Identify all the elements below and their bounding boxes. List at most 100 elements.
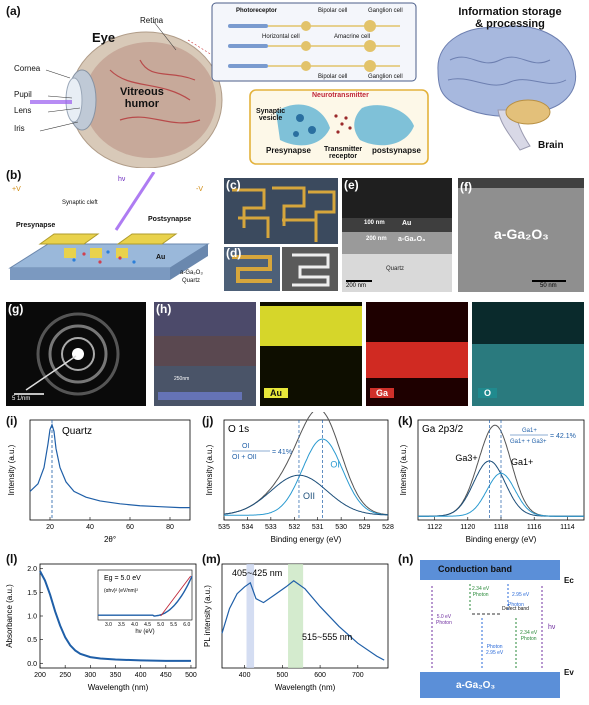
y-axis-title-k: Intensity (a.u.) [399, 444, 408, 495]
ga2p-title: Ga 2p3/2 [422, 424, 464, 435]
tauc-series-line [98, 575, 193, 617]
x-axis-title-j: Binding energy (eV) [271, 535, 342, 544]
ratio-denominator-k: Ga1+ + Ga3+ [510, 439, 547, 445]
panel-label-d: (d) [226, 246, 242, 260]
panel-label-k: (k) [398, 414, 413, 428]
ga2p-peak-ga1 [418, 472, 584, 517]
panel-label-e: (e) [344, 178, 359, 192]
lens-label: Lens [14, 106, 32, 115]
quartz-layer-label: Quartz [386, 266, 405, 272]
valence-band-rect [420, 672, 560, 698]
band2-label: 515~555 nm [302, 632, 352, 642]
x-tick-label-i: 20 [46, 524, 54, 531]
sem-image-d [282, 247, 338, 291]
ratio-denominator-j: OI + OII [232, 454, 257, 461]
inset-x-tick-label: 5.0 [157, 622, 164, 628]
eds-label-o: O [478, 388, 498, 398]
ratio-numerator-k: Ga1+ [522, 428, 537, 434]
presynapse-label: Presynapse [266, 146, 311, 155]
conduction-band-rect [420, 560, 560, 580]
au-device-label: Au [156, 254, 166, 261]
defect-band-label: Defect band [502, 606, 529, 612]
ec-label: Ec [564, 576, 574, 585]
x-tick-label-l: 500 [185, 672, 197, 679]
hv-label: hν [118, 176, 126, 183]
ganglion-cell-label: Ganglion cell [368, 8, 403, 14]
optical-image-d [224, 247, 280, 291]
quartz-annotation: Quartz [62, 426, 92, 437]
y-axis-title-j: Intensity (a.u.) [205, 444, 214, 495]
band1-label: 405~425 nm [232, 568, 282, 578]
photoreceptor-label: Photoreceptor [236, 8, 278, 14]
panel-label-l: (l) [6, 552, 18, 566]
peak-label-ga3: Ga3+ [455, 453, 477, 463]
x-tick-label-j: 532 [288, 524, 300, 531]
inset-x-tick-label: 5.5 [170, 622, 177, 628]
x-tick-label-k: 1122 [427, 524, 442, 531]
panel-label-g: (g) [8, 302, 24, 316]
x-tick-label-i: 80 [166, 524, 174, 531]
device-schematic [8, 172, 210, 280]
x-tick-label-j: 530 [335, 524, 347, 531]
eds-map-o [472, 302, 584, 406]
x-tick-label-l: 200 [34, 672, 46, 679]
quartz-device-label: Quartz [182, 278, 201, 284]
xrd-series-line [29, 422, 190, 509]
y-tick-label-l: 1.5 [27, 590, 37, 597]
x-tick-label-i: 60 [126, 524, 134, 531]
y-axis-title-l: Absorbance (a.u.) [5, 584, 14, 648]
x-axis-title-i: 2θ° [104, 535, 116, 544]
tem-image-e [342, 178, 452, 292]
x-tick-label-m: 700 [352, 672, 364, 679]
scale-label-e: 200 nm [346, 283, 367, 289]
x-tick-label-k: 1116 [527, 524, 542, 531]
x-tick-label-j: 533 [265, 524, 277, 531]
ganglion-cell-label-bottom: Ganglion cell [368, 74, 403, 80]
o1s-peak-oii [223, 474, 389, 516]
hv-band-label: hν [548, 624, 556, 631]
x-tick-label-j: 535 [218, 524, 230, 531]
presynapse-device-label: Presynapse [16, 222, 56, 229]
band-diagram [420, 560, 560, 698]
inset-x-tick-label: 3.0 [105, 622, 112, 628]
iris-label: Iris [14, 124, 25, 133]
x-axis-title-l: Wavelength (nm) [88, 683, 149, 692]
postsynapse-device-label: Postsynapse [148, 216, 192, 223]
thickness-ga-label: 200 nm [366, 236, 387, 242]
transition-e4: 2.95 eV [512, 592, 530, 598]
tauc-fit-line [160, 575, 192, 617]
scale-label-h: 250nm [174, 376, 190, 382]
panel-label-m: (m) [202, 552, 221, 566]
pupil-label: Pupil [14, 90, 32, 99]
y-tick-label-l: 0.5 [27, 637, 37, 644]
bipolar-cell-label: Bipolar cell [318, 8, 348, 14]
ratio-value-j: = 41% [272, 449, 292, 456]
hrtem-image-f [458, 178, 584, 292]
inset-x-axis-title: hν (eV) [135, 629, 154, 635]
x-tick-label-l: 300 [84, 672, 96, 679]
x-tick-label-l: 250 [59, 672, 71, 679]
valence-material-label: a-Ga₂O₃ [456, 680, 496, 691]
scale-label-g: 5 1/nm [12, 396, 31, 402]
inset-y-axis-title: (αhν)² (eV/nm)² [104, 588, 138, 594]
eds-label-ga: Ga [370, 388, 395, 398]
bandgap-label: Eg = 5.0 eV [104, 575, 141, 582]
eds-label-au: Au [264, 388, 288, 398]
y-tick-label-l: 0.0 [27, 661, 37, 668]
cornea-label: Cornea [14, 64, 41, 73]
inset-x-tick-label: 4.0 [131, 622, 138, 628]
absorbance-series-line [39, 570, 191, 662]
transition-e6: Photon [508, 602, 524, 608]
neurotransmitter-label: Neurotransmitter [312, 92, 369, 99]
minus-v-label: -V [196, 186, 203, 193]
scale-label-f: 50 nm [540, 283, 557, 289]
information-storage-title: Information storage& processing [458, 6, 562, 30]
x-tick-label-m: 600 [314, 672, 326, 679]
highlight-band [246, 564, 255, 668]
